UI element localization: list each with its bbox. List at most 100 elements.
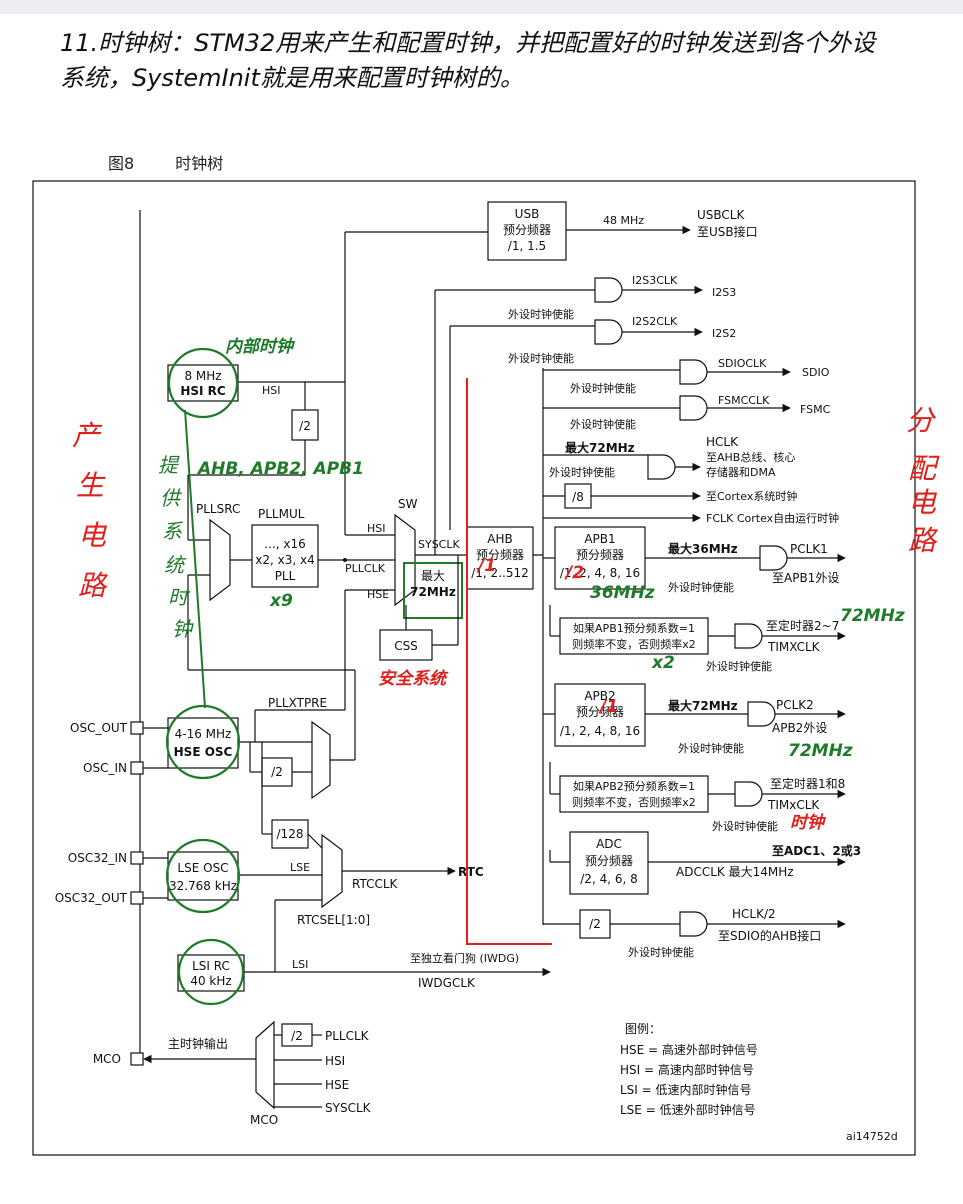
internal-clock-annotation: 内部时钟 bbox=[225, 337, 296, 357]
apb1-div: /1, 2, 4, 8, 16 bbox=[560, 566, 640, 580]
note-line-1: 11.时钟树：STM32用来产生和配置时钟，并把配置好的时钟发送到各个外设 bbox=[60, 29, 876, 57]
hclk2-dest: 至SDIO的AHB接口 bbox=[718, 928, 821, 943]
apb1-dest: 至APB1外设 bbox=[772, 571, 839, 585]
provide-char-2: 供 bbox=[160, 486, 183, 510]
tim18-enable: 外设时钟使能 bbox=[712, 819, 778, 833]
osc32-in-pin bbox=[130, 851, 144, 865]
adc-title: ADC bbox=[596, 837, 622, 851]
apb1-timer-72mhz-annotation: 72MHz bbox=[840, 606, 905, 626]
ahb-title: AHB bbox=[487, 532, 512, 546]
mco-pin-label: MCO bbox=[93, 1052, 121, 1066]
hse-div2: /2 bbox=[271, 765, 283, 779]
max-72mhz-label: 72MHz bbox=[410, 585, 456, 599]
usb-prescaler-box bbox=[487, 201, 567, 261]
mco-src-hse: HSE bbox=[325, 1078, 349, 1092]
apb1-enable: 外设时钟使能 bbox=[668, 580, 734, 594]
mco-src-hsi: HSI bbox=[325, 1054, 345, 1068]
cortex-dest: 至Cortex系统时钟 bbox=[706, 489, 797, 503]
apb1-timer-rule-1: 如果APB1预分频系数=1 bbox=[573, 621, 695, 635]
apb2-prescaler-box bbox=[554, 683, 646, 747]
rtcsel-label: RTCSEL[1:0] bbox=[297, 913, 370, 927]
hclk-label: HCLK bbox=[706, 435, 739, 449]
mco-mux bbox=[255, 1020, 275, 1110]
hclk-max: 最大72MHz bbox=[565, 440, 635, 455]
distribute-char-3: 电 bbox=[908, 486, 938, 519]
mco-src-sysclk: SYSCLK bbox=[325, 1101, 372, 1115]
hclk-enable: 外设时钟使能 bbox=[549, 465, 615, 479]
hsi-div2: /2 bbox=[299, 419, 311, 433]
sw-label: SW bbox=[398, 497, 418, 511]
ahb-div: /1, 2..512 bbox=[471, 566, 528, 580]
hse-div128: /128 bbox=[277, 827, 304, 841]
mco-div2: /2 bbox=[291, 1029, 303, 1043]
usb-box-title: USB bbox=[515, 207, 540, 221]
pll-box bbox=[251, 524, 319, 588]
adc-dest: 至ADC1、2或3 bbox=[772, 843, 861, 858]
pllmul-label: PLLMUL bbox=[258, 507, 305, 521]
pllxtpre-mux bbox=[311, 720, 331, 800]
pllclk-label: PLLCLK bbox=[345, 562, 386, 575]
legend-lse: LSE = 低速外部时钟信号 bbox=[620, 1102, 756, 1117]
sdio-gate bbox=[679, 359, 708, 385]
hclk-dest-2: 存储器和DMA bbox=[706, 465, 776, 479]
legend-hsi: HSI = 高速内部时钟信号 bbox=[620, 1062, 754, 1077]
osc32-out-label: OSC32_OUT bbox=[55, 891, 128, 905]
i2s2clk-label: I2S2CLK bbox=[632, 315, 678, 328]
i2s2-dest: I2S2 bbox=[712, 327, 736, 340]
hsi-line-label: HSI bbox=[262, 384, 281, 397]
provide-char-5: 时 bbox=[168, 585, 191, 609]
security-system-annotation: 安全系统 bbox=[378, 669, 449, 689]
pclk2-label: PCLK2 bbox=[776, 698, 814, 712]
rtcclk-label: RTCCLK bbox=[352, 877, 399, 891]
i2s3-gate bbox=[594, 277, 623, 303]
sdio-ahb-div2: /2 bbox=[589, 917, 601, 931]
osc-in-label: OSC_IN bbox=[83, 761, 127, 775]
apb2-title: APB2 bbox=[584, 689, 615, 703]
lsi-rc-box bbox=[177, 954, 245, 992]
apb2-timer-rule-2: 则频率不变，否则频率x2 bbox=[572, 795, 696, 809]
i2s3-dest: I2S3 bbox=[712, 286, 736, 299]
mco-src-pllclk: PLLCLK bbox=[325, 1029, 370, 1043]
apb1-div-annotation: /2 bbox=[564, 563, 584, 583]
provide-char-4: 统 bbox=[164, 553, 187, 577]
apb2-dest: APB2外设 bbox=[772, 721, 827, 735]
adc-sub: 预分频器 bbox=[585, 854, 633, 868]
apb2-timer-rule-1: 如果APB2预分频系数=1 bbox=[573, 779, 695, 793]
pll-name: PLL bbox=[275, 569, 296, 583]
usb-box-sub: 预分频器 bbox=[503, 223, 551, 237]
fsmc-gate bbox=[679, 395, 708, 421]
fsmc-enable: 外设时钟使能 bbox=[570, 417, 636, 431]
timx-gate bbox=[734, 623, 763, 649]
apb2-enable: 外设时钟使能 bbox=[678, 741, 744, 755]
tim18clk-label: TIMxCLK bbox=[767, 798, 820, 812]
lse-freq: 32.768 kHz bbox=[169, 879, 237, 893]
hse-circle-annotation bbox=[165, 704, 241, 780]
timer-clock-annotation: 时钟 bbox=[790, 813, 827, 833]
fsmc-dest: FSMC bbox=[800, 403, 831, 416]
cortex-div8-box bbox=[564, 483, 592, 509]
hclk-dest-1: 至AHB总线、核心 bbox=[706, 450, 795, 464]
lsi-circle-annotation bbox=[177, 938, 245, 1006]
pll-mul-1: ..., x16 bbox=[264, 537, 305, 551]
apb2-div-annotation: /1 bbox=[598, 697, 618, 717]
cortex-div8: /8 bbox=[572, 490, 584, 504]
usb-dest: 至USB接口 bbox=[697, 224, 758, 239]
produce-char-1: 产 bbox=[72, 419, 103, 452]
top-band bbox=[0, 0, 963, 14]
lse-line-label: LSE bbox=[290, 861, 310, 874]
adcclk-label: ADCCLK 最大14MHz bbox=[676, 865, 794, 879]
provide-char-3: 系 bbox=[162, 519, 183, 543]
produce-char-4: 路 bbox=[78, 569, 108, 602]
ahb-prescaler-box bbox=[466, 526, 534, 590]
hsi-freq: 8 MHz bbox=[184, 369, 221, 383]
produce-char-2: 生 bbox=[76, 469, 106, 502]
mco-pin bbox=[130, 1052, 144, 1066]
apb1-timer-rule-2: 则频率不变，否则频率x2 bbox=[572, 637, 696, 651]
fsmcclk-label: FSMCCLK bbox=[718, 394, 770, 407]
apb2-max: 最大72MHz bbox=[668, 698, 738, 713]
apb1-title: APB1 bbox=[584, 532, 615, 546]
hse-name: HSE OSC bbox=[174, 745, 233, 759]
red-boundary-line bbox=[466, 378, 552, 945]
mco-mux-label: MCO bbox=[250, 1113, 278, 1127]
